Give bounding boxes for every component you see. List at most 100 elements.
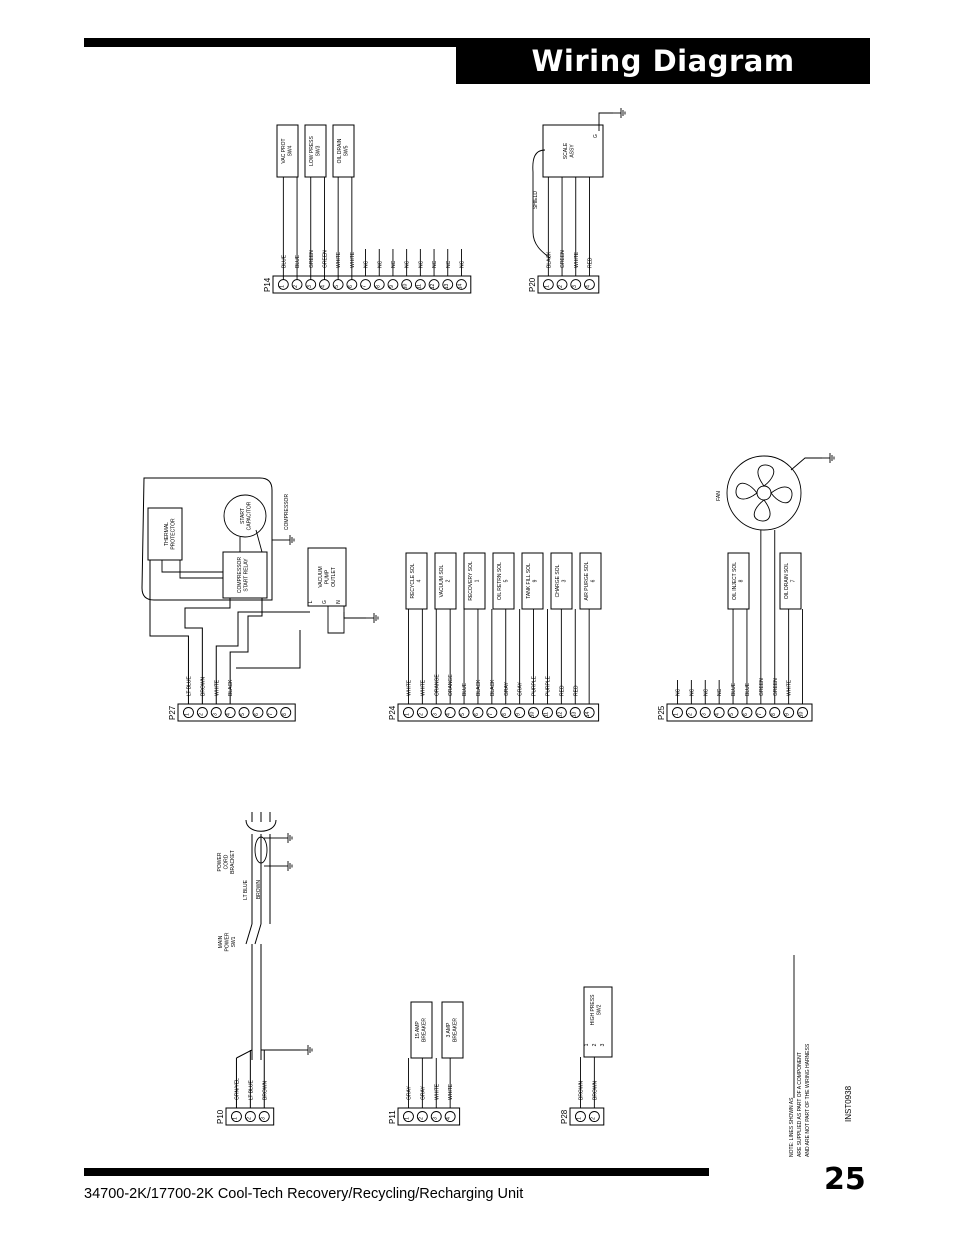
- p24-wire-label: WHITE: [406, 679, 412, 696]
- p25-connector-pin: [797, 707, 809, 718]
- p24-connector-pin-number: 5: [460, 713, 466, 716]
- p27-connector-pin-number: 7: [268, 713, 274, 716]
- p28-connector-label: P28: [560, 1109, 569, 1124]
- power-cord-bracket-label-line: CORD: [224, 854, 230, 869]
- thermal-protector-label-line: PROTECTOR: [171, 518, 177, 550]
- p24-connector-pin: [430, 707, 442, 718]
- p20-connector-pin: [584, 279, 595, 290]
- solenoid-box: [521, 552, 544, 610]
- fan-blade-icon: [753, 499, 771, 522]
- p27-connector-pin-number: 6: [254, 713, 260, 716]
- scale-ground-wire: [598, 112, 613, 131]
- breaker-3a-label-line: BREAKER: [453, 1018, 459, 1042]
- p11-connector-pin: [416, 1111, 428, 1122]
- p14-wire-label: GREEN: [309, 250, 315, 268]
- p14-connector-pin-number: 10: [403, 284, 409, 290]
- compressor-ground-icon: [289, 535, 295, 545]
- oil-drain-sol-label-line: 7: [791, 579, 797, 582]
- p14-connector-pin: [360, 279, 371, 290]
- breaker-3a-label-line: 3 AMP: [446, 1022, 452, 1037]
- p11-connector-pin-number: 2: [418, 1117, 424, 1120]
- p24-connector-pin: [583, 707, 595, 718]
- p14-component-box: [276, 124, 299, 178]
- figure-code: INST0938: [844, 1085, 853, 1122]
- p24-wire-label: GRAY: [504, 682, 510, 696]
- p14-wire-label: BLUE: [295, 254, 301, 268]
- p20-connector-label: P20: [528, 277, 537, 292]
- fan-blade-icon: [735, 482, 758, 500]
- p24-connector-pin: [541, 707, 553, 718]
- p11-wire-label: GRAY: [406, 1086, 412, 1100]
- vacuum-pump-outlet-box: [307, 547, 347, 607]
- solenoid-label-line: OIL RETRN SOL: [497, 562, 503, 600]
- main-power-switch-label-line: POWER: [225, 932, 231, 951]
- thermal-protector-label-line: THERMAL: [164, 522, 170, 546]
- p24-connector-pin: [416, 707, 428, 718]
- outlet-ground-icon: [373, 613, 379, 623]
- p27-connector-pin-number: 8: [282, 713, 288, 716]
- p27-connector-pin: [224, 707, 236, 718]
- fan-ground-icon: [829, 453, 835, 463]
- p25-wire-label: WHITE: [787, 679, 793, 696]
- scale-shield: [532, 149, 551, 259]
- p24-connector-pin-number: 11: [543, 712, 549, 717]
- switch-terminal-label: 2: [592, 1043, 598, 1046]
- p14-component-box: [304, 124, 327, 178]
- p25-connector-housing: [666, 703, 813, 722]
- scale-ground-icon: [620, 108, 626, 118]
- oil-drain-sol-box: [779, 552, 802, 610]
- p24-connector-pin: [500, 707, 512, 718]
- solenoid-box: [463, 552, 486, 610]
- p27-connector-pin: [196, 707, 208, 718]
- p20-wire-label: GREEN: [560, 250, 566, 268]
- p10-wire-label: LT BLUE: [248, 1080, 254, 1100]
- power-cord-plug-icon: [245, 819, 277, 832]
- p14-connector-pin-number: 12: [430, 284, 436, 290]
- compressor-internal-wire: [179, 560, 223, 579]
- footer-rule: [84, 1168, 709, 1176]
- p24-connector-pin: [402, 707, 414, 718]
- outlet-terminal-label: L: [308, 600, 314, 603]
- p25-wire-label: NC: [703, 688, 709, 696]
- p14-wire-label: NC: [418, 260, 424, 268]
- p24-wire-label: RED: [559, 685, 565, 696]
- p10-connector-pin-number: 3: [260, 1117, 266, 1120]
- solenoid-label-line: 1: [475, 579, 481, 582]
- solenoid-label-line: 4: [417, 579, 423, 582]
- p11-wire-label: WHITE: [434, 1083, 440, 1100]
- main-power-switch-label-line: MAIN: [218, 935, 224, 948]
- p24-connector-pin-number: 10: [530, 712, 536, 718]
- high-press-switch-box: [583, 986, 613, 1058]
- p27-connector-pin: [280, 707, 292, 718]
- p24-connector-pin: [555, 707, 567, 718]
- p24-connector-pin: [458, 707, 470, 718]
- p14-connector-pin: [401, 279, 413, 290]
- p25-wire-label: GREEN: [759, 678, 765, 696]
- p14-component-label-line: VAC PROT: [281, 138, 287, 163]
- p11-wire-label: WHITE: [448, 1083, 454, 1100]
- p27-connector-label: P27: [168, 705, 177, 720]
- fan-icon: [726, 455, 802, 531]
- p24-connector-pin-number: 14: [585, 712, 591, 718]
- p24-connector-pin-number: 12: [557, 712, 563, 718]
- p27-connector-pin-number: 3: [212, 713, 218, 716]
- p25-connector-label: P25: [657, 705, 666, 720]
- p27-connector-pin-number: 5: [240, 713, 246, 716]
- p14-connector-pin: [414, 279, 426, 290]
- solenoid-box: [579, 552, 602, 610]
- p24-wire-label: BLACK: [490, 679, 496, 696]
- p27-connector-pin-number: 1: [184, 713, 190, 716]
- p14-connector-pin-number: 11: [416, 284, 422, 289]
- p25-connector-pin-number: 3: [701, 713, 707, 716]
- solenoid-label-line: 5: [504, 579, 510, 582]
- p14-connector-pin: [387, 279, 399, 290]
- p24-connector-housing: [397, 703, 600, 722]
- p20-connector-pin-number: 2: [558, 285, 564, 288]
